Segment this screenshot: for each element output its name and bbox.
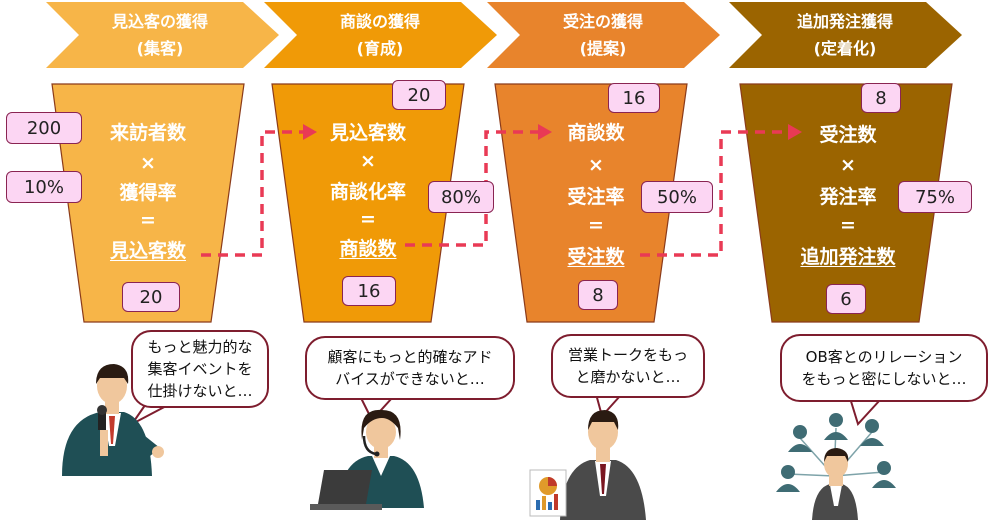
stage4-result: 追加発注数	[800, 245, 896, 268]
bubble4-tail	[849, 397, 881, 426]
bubble-4: OB客とのリレーション をもっと密にしないと…	[780, 334, 988, 402]
stage2-arrow	[264, 2, 497, 68]
stage3-result: 受注数	[567, 245, 625, 268]
connector-1-2-arrowhead	[303, 124, 317, 140]
network-figure	[776, 413, 896, 520]
connector-3-4-arrowhead	[788, 124, 802, 140]
stage1-title: 見込客の獲得	[111, 12, 208, 31]
bubble-1-line3: 仕掛けないと…	[147, 382, 253, 400]
stage2-result: 商談数	[339, 237, 397, 260]
stage2-rate: 80%	[428, 181, 494, 213]
stage1-result: 見込客数	[109, 239, 186, 262]
stage2-equals: =	[360, 208, 376, 230]
stage1-subtitle: (集客)	[136, 39, 184, 58]
stage3-line2: 受注率	[567, 185, 625, 208]
stage2-title: 商談の獲得	[339, 12, 420, 31]
stage4-title: 追加発注獲得	[796, 12, 893, 31]
stage1-rate: 10%	[6, 171, 82, 203]
stage1-times: ×	[140, 152, 156, 174]
stage2-line2: 商談化率	[329, 180, 406, 203]
stage4-subtitle: (定着化)	[813, 39, 877, 58]
stage1-line2: 獲得率	[119, 181, 177, 204]
stage4-line2: 発注率	[819, 185, 877, 208]
connector-1-2	[201, 130, 305, 257]
stage4-line1: 受注数	[819, 123, 877, 146]
stage4-header: 追加発注獲得 (定着化)	[745, 6, 945, 64]
stage2-header: 商談の獲得 (育成)	[280, 6, 480, 64]
bubble-3-line1: 営業トークをもっ	[567, 346, 688, 364]
presenter-figure	[62, 364, 164, 476]
stage4-arrow	[729, 2, 962, 68]
connector-2-3-arrowhead	[538, 124, 552, 140]
stage2-times: ×	[360, 150, 376, 172]
bubble-2-line2: バイスができないと…	[335, 370, 485, 388]
bubble-1: もっと魅力的な 集客イベントを 仕掛けないと…	[131, 330, 269, 408]
stage3-arrow	[487, 2, 720, 68]
stage1-output-value: 20	[122, 282, 180, 312]
stage4-output-value: 6	[826, 284, 866, 314]
stage2-line1: 見込客数	[329, 121, 406, 144]
bubble-4-line1: OB客とのリレーション	[805, 348, 963, 366]
stage3-subtitle: (提案)	[579, 39, 627, 58]
stage1-header: 見込客の獲得 (集客)	[60, 6, 260, 64]
stage1-equals: =	[140, 209, 156, 231]
salesman-figure	[529, 410, 646, 520]
stage3-rate: 50%	[641, 181, 713, 213]
stage3-title: 受注の獲得	[562, 12, 643, 31]
stage2-output-value: 16	[342, 276, 396, 306]
stage1-arrow	[46, 2, 279, 68]
stage3-output-value: 8	[578, 280, 618, 310]
stage4-input-value: 8	[861, 83, 901, 113]
bubble-4-line2: をもっと密にしないと…	[801, 370, 967, 388]
stage1-funnel	[51, 83, 245, 323]
stage1-line1: 来訪者数	[109, 121, 186, 144]
stage2-subtitle: (育成)	[356, 39, 404, 58]
bubble-3: 営業トークをもっ と磨かないと…	[551, 334, 705, 398]
bubble-1-line2: 集客イベントを	[147, 360, 253, 378]
stage3-line1: 商談数	[567, 121, 625, 144]
stage2-input-value: 20	[392, 80, 446, 110]
stage3-header: 受注の獲得 (提案)	[503, 6, 703, 64]
bubble-2: 顧客にもっと的確なアド バイスができないと…	[305, 336, 515, 400]
stage1-input-value: 200	[6, 112, 82, 144]
stage4-rate: 75%	[898, 181, 972, 213]
operator-figure	[310, 409, 424, 510]
stage3-equals: =	[588, 214, 604, 236]
bubble-2-line1: 顧客にもっと的確なアド	[327, 348, 493, 366]
bubble-3-line2: と磨かないと…	[575, 368, 681, 386]
bubble-1-line1: もっと魅力的な	[147, 338, 253, 356]
stage3-times: ×	[588, 154, 604, 176]
stage4-equals: =	[840, 214, 856, 236]
stage3-input-value: 16	[608, 83, 660, 113]
stage4-times: ×	[840, 154, 856, 176]
connector-3-4	[640, 130, 790, 257]
